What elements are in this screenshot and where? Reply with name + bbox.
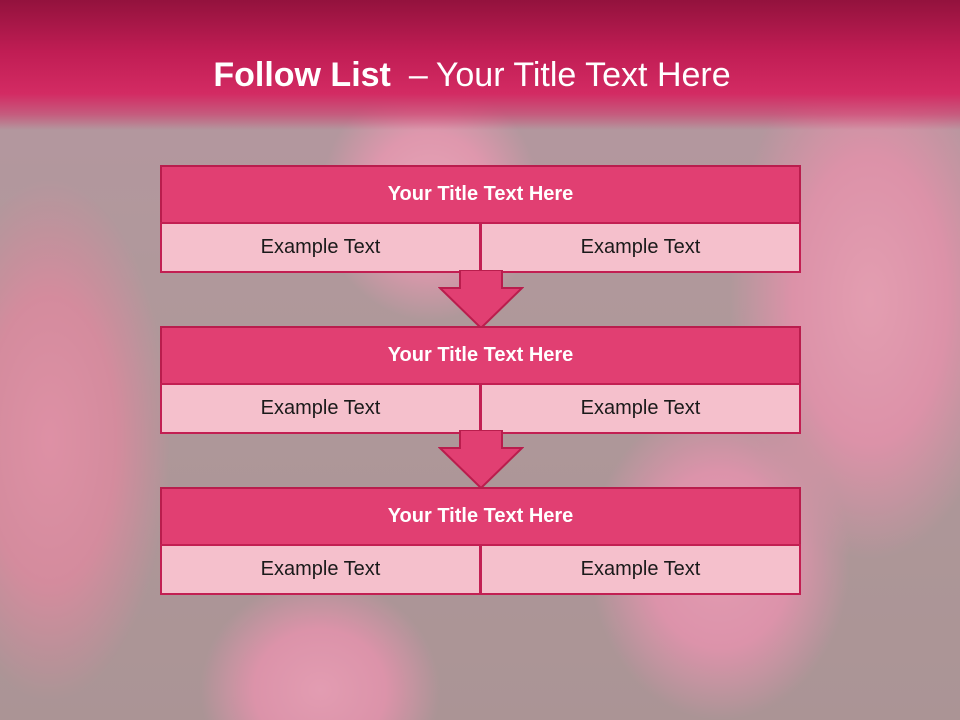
down-arrow-icon: [438, 430, 524, 490]
step-title: Your Title Text Here: [160, 165, 801, 224]
step-left-text: Example Text: [160, 222, 481, 273]
title-rest-part: Your Title Text Here: [435, 56, 731, 94]
title-separator: –: [408, 56, 428, 94]
step-left-text: Example Text: [160, 544, 481, 595]
title-band: [0, 0, 960, 130]
step-block-3: Your Title Text Here Example Text Exampl…: [160, 487, 801, 595]
title-bold-part: Follow List: [213, 56, 391, 94]
step-right-text: Example Text: [480, 222, 801, 273]
down-arrow-icon: [438, 270, 524, 330]
step-left-text: Example Text: [160, 383, 481, 434]
step-title: Your Title Text Here: [160, 487, 801, 546]
step-title: Your Title Text Here: [160, 326, 801, 385]
step-right-text: Example Text: [480, 544, 801, 595]
slide-title: Follow List–Your Title Text Here: [0, 52, 944, 98]
step-right-text: Example Text: [480, 383, 801, 434]
step-block-1: Your Title Text Here Example Text Exampl…: [160, 165, 801, 273]
step-block-2: Your Title Text Here Example Text Exampl…: [160, 326, 801, 434]
